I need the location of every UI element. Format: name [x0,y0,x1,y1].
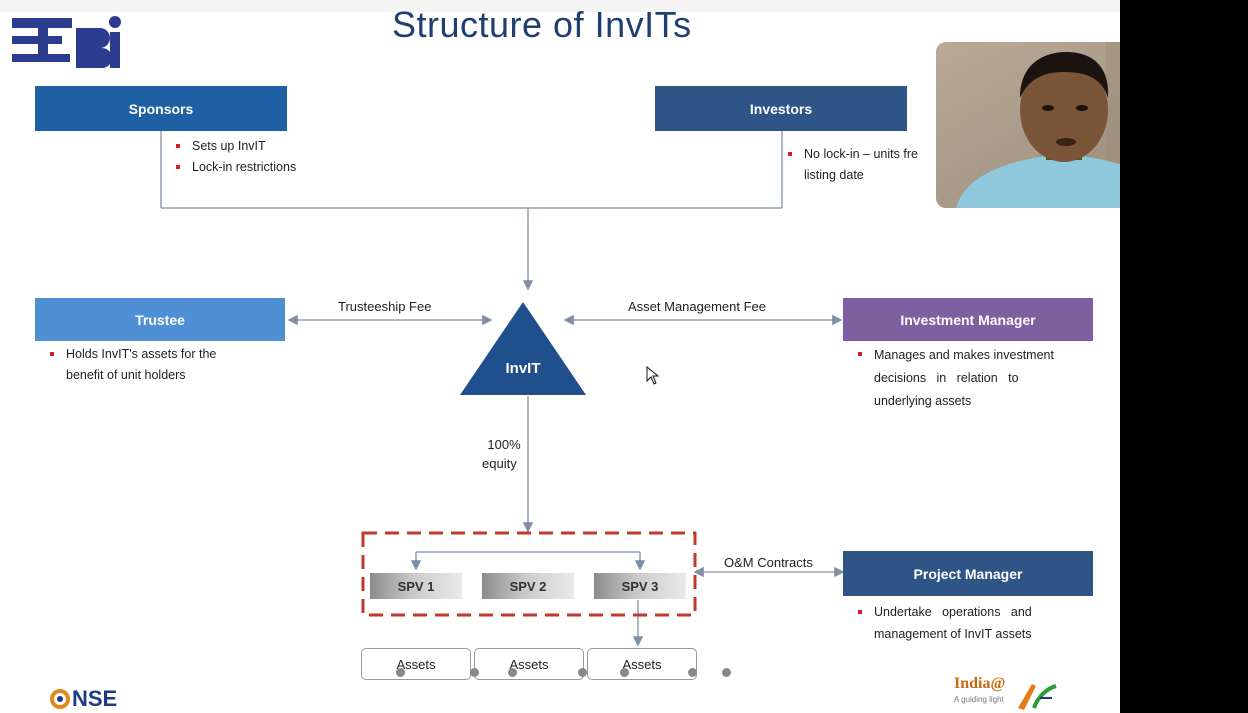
presenter-video-icon [936,42,1120,208]
ellipsis-dot [688,668,697,677]
diagram-connectors [160,131,845,647]
assets-box-1: Assets [361,648,471,680]
assets-label-3: Assets [622,656,662,672]
india-logo-tagline: A guiding light [954,695,1004,704]
investment-manager-bullet-line-1: Manages and makes investment [852,344,1092,367]
investors-bullets: No lock-in – units fre listing date [782,144,918,187]
investment-manager-box: Investment Manager [843,298,1093,341]
investment-manager-label: Investment Manager [900,311,1036,328]
equity-label-line-1: 100% [487,437,521,452]
invit-label: InvIT [505,360,541,377]
asset-management-fee-label: Asset Management Fee [628,299,767,314]
india-75-emblem-icon [1018,684,1057,710]
project-manager-bullet-line-2: management of InvIT assets [874,626,1032,641]
investors-bullet-line-1: No lock-in – units fre [782,144,918,165]
spv-2-box: SPV 2 [482,573,574,599]
sponsors-bullets: Sets up InvIT Lock-in restrictions [170,136,296,179]
trustee-bullets: Holds InvIT's assets for the benefit of … [44,344,216,387]
trustee-label: Trustee [135,311,185,328]
ellipsis-dot [722,668,731,677]
india-at-75-logo: India@ A guiding light [954,676,1064,713]
project-manager-label: Project Manager [913,565,1023,582]
trustee-box: Trustee [35,298,285,341]
black-side-bar [1120,0,1248,713]
investment-manager-bullets: Manages and makes investment decisions i… [852,344,1092,413]
ellipsis-dot [508,668,517,677]
presenter-webcam [936,42,1120,208]
investors-label: Investors [749,100,813,117]
spv-3-box: SPV 3 [594,573,686,599]
india-logo-text: India@ [954,675,1006,692]
ellipsis-dot [620,668,629,677]
ellipsis-dot [578,668,587,677]
sebi-logo [12,16,121,68]
om-contracts-label: O&M Contracts [724,555,813,570]
assets-label-2: Assets [509,656,549,672]
trustee-bullet-line-2: benefit of unit holders [66,368,186,383]
project-manager-bullets: Undertake operations and management of I… [852,602,1092,646]
nse-logo: NSE [50,686,117,712]
investment-manager-bullet-line-3: underlying assets [874,394,972,409]
sponsors-label: Sponsors [128,100,194,117]
sponsors-bullet-2: Lock-in restrictions [170,157,296,178]
trusteeship-fee-label: Trusteeship Fee [338,299,432,314]
spv-1-box: SPV 1 [370,573,462,599]
equity-label-line-2: equity [482,456,517,471]
spv-2-label: SPV 2 [509,578,547,594]
nse-emblem-icon [50,689,70,709]
slide-title: Structure of InvITs [392,4,692,45]
investment-manager-bullet-line-2: decisions in relation to [874,371,1019,386]
sponsors-box: Sponsors [35,86,287,131]
spv-3-label: SPV 3 [621,578,659,594]
nse-logo-text: NSE [72,686,118,711]
ellipsis-dot [470,668,479,677]
investors-bullet-line-2: listing date [804,168,864,183]
spv-1-label: SPV 1 [397,578,435,594]
sponsors-bullet-1: Sets up InvIT [170,136,296,157]
mouse-cursor-icon [646,366,660,385]
assets-box-3: Assets [587,648,697,680]
top-strip [0,0,1120,12]
invit-triangle [460,302,586,395]
assets-label-1: Assets [396,656,436,672]
assets-box-2: Assets [474,648,584,680]
presentation-slide: Structure of InvITs [0,0,1120,713]
project-manager-bullet-line-1: Undertake operations and [852,602,1092,624]
investors-box: Investors [655,86,907,131]
project-manager-box: Project Manager [843,551,1093,596]
ellipsis-dot [396,668,405,677]
trustee-bullet-line-1: Holds InvIT's assets for the [44,344,216,365]
